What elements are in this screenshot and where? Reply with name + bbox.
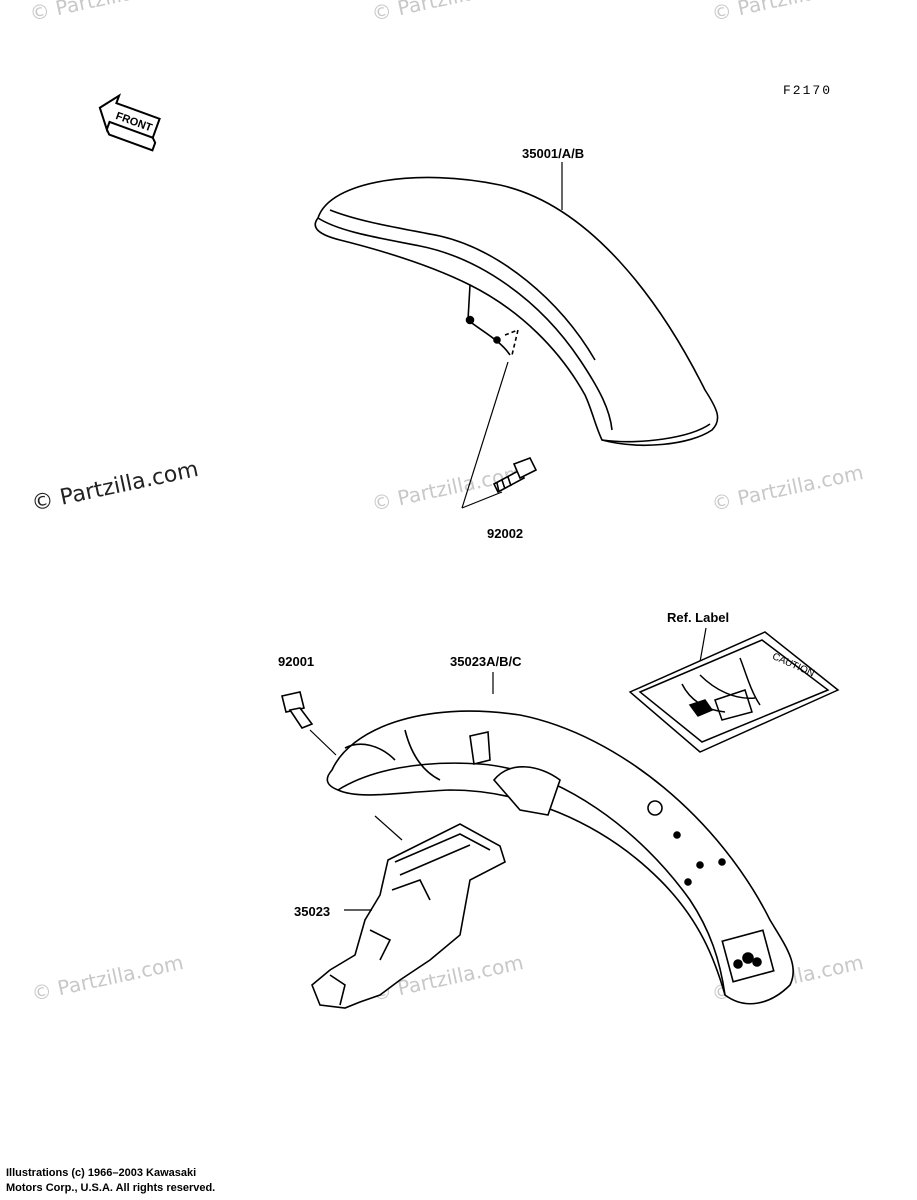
rear-bolt-drawing <box>281 691 314 729</box>
caution-label-drawing: CAUTION <box>628 631 840 753</box>
rear-inner-cover-drawing <box>311 823 506 1009</box>
ref-label-title: Ref. Label <box>667 610 730 625</box>
part-label-92002[interactable]: 92002 <box>487 526 524 541</box>
copyright-notice: Illustrations (c) 1966–2003 Kawasaki Mot… <box>6 1166 215 1196</box>
part-label-92001[interactable]: 92001 <box>278 654 315 669</box>
rear-fender-drawing <box>326 710 795 1005</box>
part-label-35001[interactable]: 35001/A/B <box>522 146 585 161</box>
part-label-35023[interactable]: 35023 <box>294 904 331 919</box>
copyright-line-1: Illustrations (c) 1966–2003 Kawasaki <box>6 1167 197 1179</box>
copyright-line-2: Motors Corp., U.S.A. All rights reserved… <box>6 1182 216 1194</box>
leader-lines-front <box>461 162 563 509</box>
leader-lines-rear <box>309 627 707 911</box>
front-fender-drawing <box>314 176 719 446</box>
front-arrow-icon: FRONT <box>98 93 161 152</box>
front-bolt-drawing <box>492 456 538 494</box>
part-label-35023abc[interactable]: 35023A/B/C <box>450 654 522 669</box>
diagram-code: F2170 <box>783 83 833 98</box>
